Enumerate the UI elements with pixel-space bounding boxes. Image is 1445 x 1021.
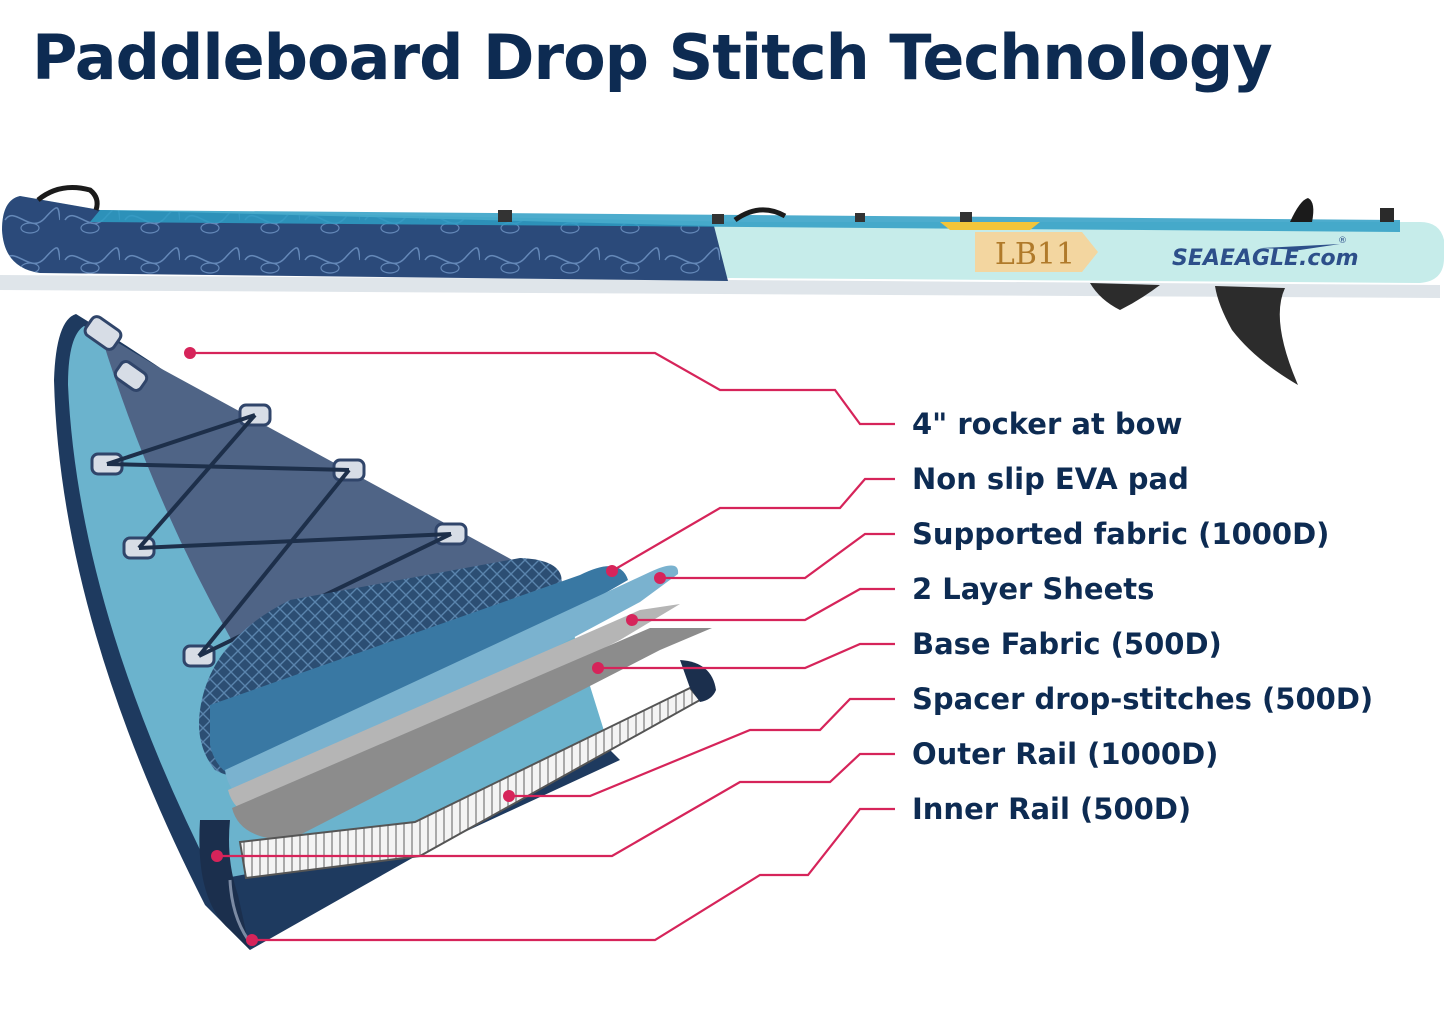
leader-line-3 [660, 532, 895, 580]
leader-line-5 [598, 642, 895, 670]
supported-fabric-layer [210, 566, 628, 782]
callout-dot-7 [211, 850, 223, 862]
leader-line-2 [611, 477, 895, 572]
board-cutaway [54, 314, 716, 950]
inner-rail-end [680, 660, 716, 702]
callout-dot-8 [246, 934, 258, 946]
callout-dot-3 [654, 572, 666, 584]
center-fin-icon [1215, 286, 1298, 385]
callout-labels: 4" rocker at bow Non slip EVA pad Suppor… [912, 407, 1373, 826]
bungee-cord [106, 413, 452, 658]
callout-dot-5 [592, 662, 604, 674]
brand-logo-text: SEAEAGLE.com [1172, 246, 1359, 271]
callout-dot-2 [606, 565, 618, 577]
base-fabric-layer [232, 628, 712, 840]
leader-line-1 [190, 351, 895, 426]
callout-dot-1 [184, 347, 196, 359]
callout-label-6: Spacer drop-stitches (500D) [912, 682, 1373, 716]
eagle-wing-icon [1262, 244, 1340, 250]
callout-label-1: 4" rocker at bow [912, 407, 1182, 441]
leader-line-7 [217, 752, 895, 858]
leader-line-8 [252, 807, 895, 942]
handle-icon [36, 185, 100, 211]
leader-line-4 [632, 587, 895, 622]
callout-label-5: Base Fabric (500D) [912, 627, 1222, 661]
callout-dots [184, 347, 666, 946]
d-ring-icon [83, 315, 468, 668]
callout-leaders [190, 351, 895, 942]
model-badge-text: LB11 [995, 237, 1075, 272]
page-title: Paddleboard Drop Stitch Technology [32, 21, 1273, 94]
handle-icon [733, 207, 787, 223]
brand-logo: SEAEAGLE.com ® [1172, 236, 1359, 271]
brand-mark: ® [1338, 236, 1347, 246]
callout-label-3: Supported fabric (1000D) [912, 517, 1329, 551]
callout-label-8: Inner Rail (500D) [912, 792, 1191, 826]
callout-label-4: 2 Layer Sheets [912, 572, 1154, 606]
model-badge: LB11 [975, 232, 1098, 272]
side-fin-icon [1090, 283, 1160, 310]
callout-dot-4 [626, 614, 638, 626]
leader-line-6 [509, 697, 895, 798]
board-side-view: LB11 SEAEAGLE.com ® [0, 185, 1444, 385]
callout-label-2: Non slip EVA pad [912, 462, 1189, 496]
callout-dot-6 [503, 790, 515, 802]
callout-label-7: Outer Rail (1000D) [912, 737, 1218, 771]
